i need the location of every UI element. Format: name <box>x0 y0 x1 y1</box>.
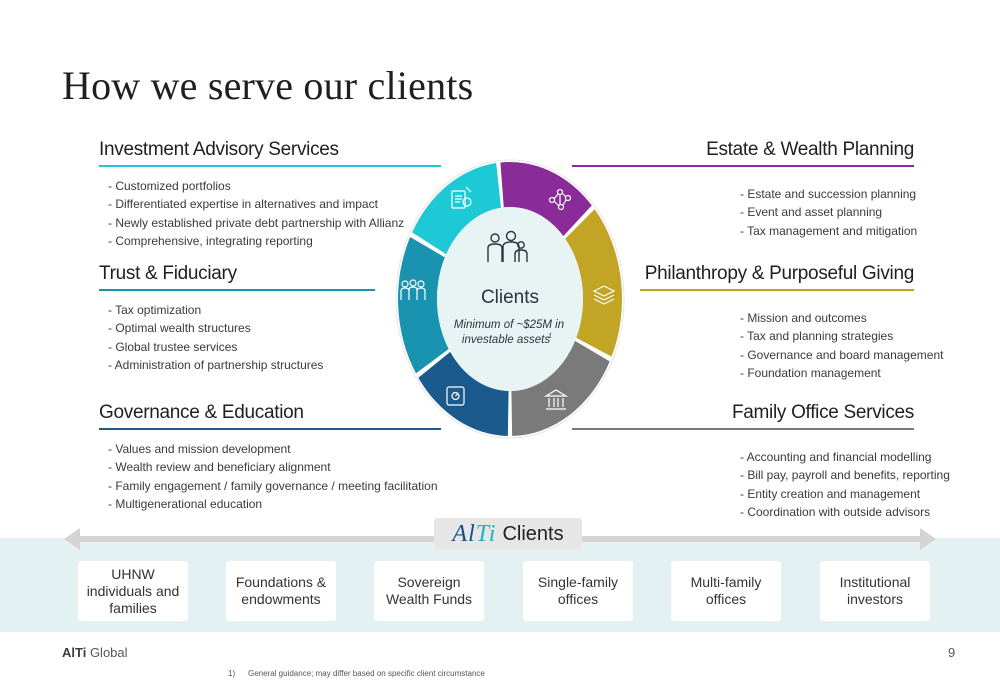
list-item: - Differentiated expertise in alternativ… <box>108 197 378 212</box>
client-card-foundations: Foundations & endowments <box>226 561 336 621</box>
list-item: - Foundation management <box>740 365 881 380</box>
list-item: - Global trustee services <box>108 339 238 354</box>
list-item: - Family engagement / family governance … <box>108 478 438 493</box>
list-item: - Tax management and mitigation <box>740 223 918 238</box>
footer-brand: AlTi Global <box>62 645 128 660</box>
bullet-list: - Tax optimization - Optimal wealth stru… <box>99 301 375 374</box>
center-title: Clients <box>481 287 539 308</box>
list-item: - Governance and board management <box>740 347 944 362</box>
segment-philanthropy <box>565 209 622 357</box>
network-icon <box>548 188 572 211</box>
alti-logo: AlTi <box>452 521 496 548</box>
safe-icon <box>446 386 465 406</box>
footnote-number: 1) <box>228 669 236 678</box>
segment-family-office <box>511 340 610 436</box>
section-heading: Governance & Education <box>99 402 304 423</box>
list-item: - Optimal wealth structures <box>108 321 251 336</box>
alti-logo-main: Al <box>452 520 476 547</box>
segment-trust <box>398 237 449 374</box>
section-rule <box>99 428 441 430</box>
client-card-uhnw: UHNW individuals and families <box>78 561 188 621</box>
bank-icon <box>543 389 569 410</box>
list-item: - Multigenerational education <box>108 496 263 511</box>
services-wheel: Clients Minimum of ~$25M in investable a… <box>395 159 625 439</box>
list-item: - Accounting and financial modelling <box>740 450 932 464</box>
stack-icon <box>592 285 616 305</box>
page-title: How we serve our clients <box>62 63 474 108</box>
bullet-list: - Customized portfolios - Differentiated… <box>99 177 441 250</box>
center-disc <box>437 207 583 391</box>
client-card-institutional: Institutional investors <box>820 561 930 621</box>
section-heading: Estate & Wealth Planning <box>706 139 914 160</box>
section-rule <box>99 165 441 167</box>
center-subtitle-line2: investable assets <box>462 334 550 346</box>
document-icon <box>451 186 472 209</box>
footer-brand-bold: AlTi <box>62 645 87 660</box>
list-item: - Comprehensive, integrating reporting <box>108 233 313 248</box>
list-item: - Administration of partnership structur… <box>108 357 324 372</box>
arrow-right-icon <box>920 528 936 550</box>
list-item: - Bill pay, payroll and benefits, report… <box>740 468 950 483</box>
family-office-section: Family Office Services - Accounting and … <box>572 402 950 519</box>
philanthropy-section: Philanthropy & Purposeful Giving - Missi… <box>640 263 943 380</box>
clients-label-pill: AlTi Clients <box>434 518 582 550</box>
governance-education-section: Governance & Education - Values and miss… <box>99 402 441 513</box>
section-heading: Investment Advisory Services <box>99 139 339 160</box>
list-item: - Tax optimization <box>108 303 202 317</box>
footer-brand-rest: Global <box>86 645 128 660</box>
list-item: - Estate and succession planning <box>740 187 917 201</box>
footnote-marker: 1 <box>548 333 552 340</box>
family-icon <box>487 230 528 262</box>
list-item: - Event and asset planning <box>740 205 883 220</box>
section-heading: Family Office Services <box>731 402 914 423</box>
list-item: - Customized portfolios <box>108 179 231 193</box>
footnote: 1) General guidance; may differ based on … <box>228 669 485 678</box>
section-rule <box>572 165 914 167</box>
section-rule <box>640 289 914 291</box>
bullet-list: - Estate and succession planning - Event… <box>731 185 917 240</box>
client-card-multi-family: Multi-family offices <box>671 561 781 621</box>
investment-advisory-section: Investment Advisory Services - Customize… <box>99 139 441 250</box>
section-rule <box>99 289 375 291</box>
section-heading: Trust & Fiduciary <box>99 263 237 284</box>
group-icon <box>400 279 426 300</box>
list-item: - Newly established private debt partner… <box>108 215 405 230</box>
list-item: - Wealth review and beneficiary alignmen… <box>108 460 331 475</box>
center-subtitle-line1: Minimum of ~$25M in <box>454 319 564 331</box>
bullet-list: - Accounting and financial modelling - B… <box>731 448 950 521</box>
list-item: - Mission and outcomes <box>740 311 867 325</box>
segment-investment <box>412 163 501 255</box>
estate-wealth-section: Estate & Wealth Planning - Estate and su… <box>572 139 917 238</box>
client-card-single-family: Single-family offices <box>523 561 633 621</box>
section-heading: Philanthropy & Purposeful Giving <box>644 263 915 284</box>
page-number: 9 <box>948 645 956 660</box>
list-item: - Tax and planning strategies <box>740 329 894 344</box>
alti-logo-accent: Ti <box>475 520 497 547</box>
bullet-list: - Mission and outcomes - Tax and plannin… <box>731 309 943 382</box>
client-card-sovereign: Sovereign Wealth Funds <box>374 561 484 621</box>
arrow-left-icon <box>64 528 80 550</box>
list-item: - Values and mission development <box>108 442 291 456</box>
bullet-list: - Values and mission development - Wealt… <box>99 440 441 513</box>
list-item: - Entity creation and management <box>740 486 921 501</box>
trust-fiduciary-section: Trust & Fiduciary - Tax optimization - O… <box>99 263 375 374</box>
footnote-text: General guidance; may differ based on sp… <box>248 669 485 678</box>
clients-label: Clients <box>502 522 564 545</box>
list-item: - Coordination with outside advisors <box>740 504 931 519</box>
section-rule <box>572 428 914 430</box>
segment-estate <box>500 162 592 237</box>
